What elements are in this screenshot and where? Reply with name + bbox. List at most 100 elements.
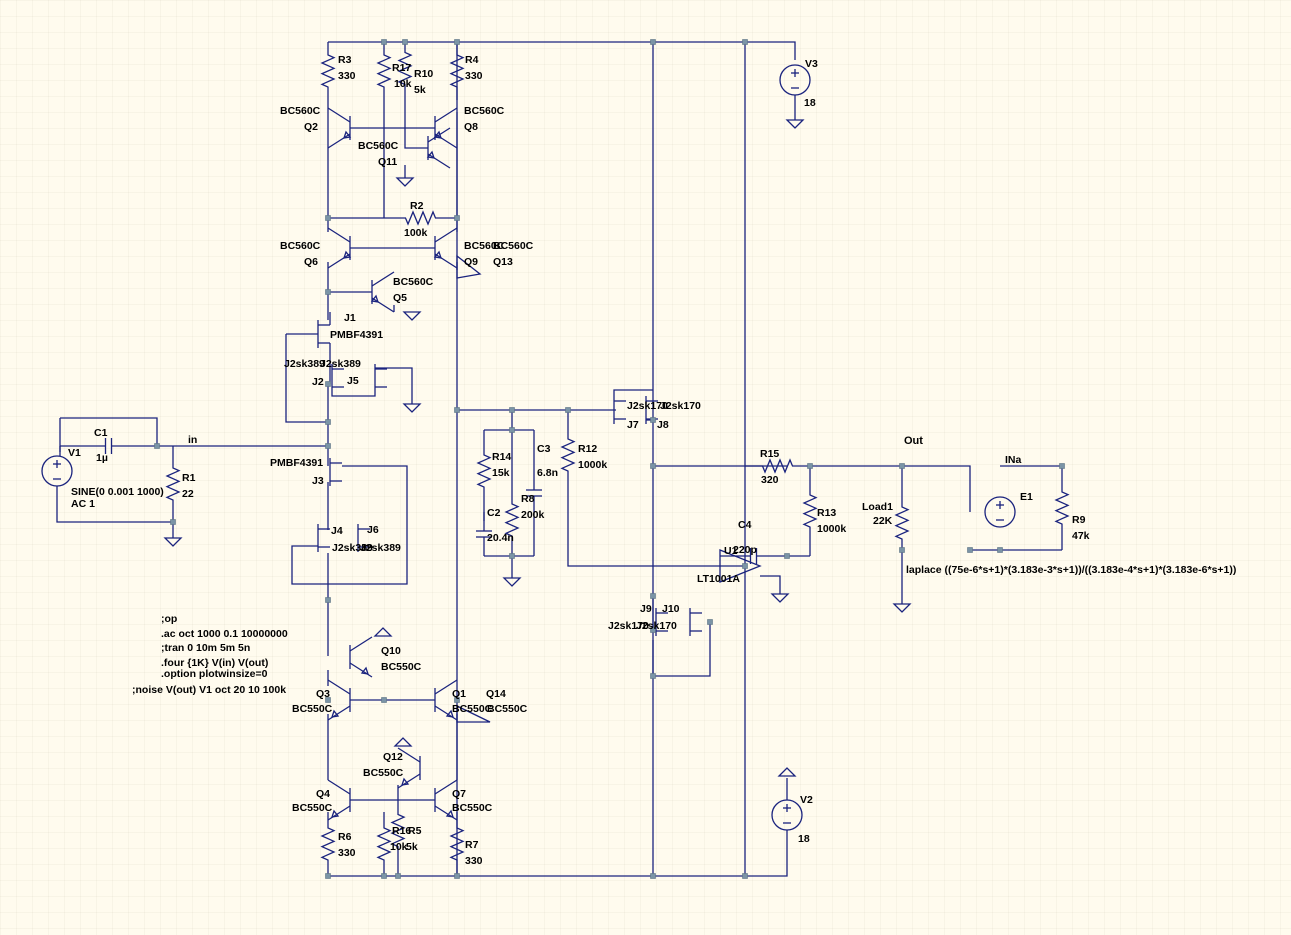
ground-symbol	[402, 311, 422, 321]
resistor-r1	[165, 446, 181, 522]
label-r14v: 15k	[492, 467, 510, 479]
label-r15: R15	[760, 448, 779, 460]
resistor-r12	[560, 410, 576, 500]
label-c1v: 1µ	[96, 452, 108, 464]
label-v3v: 18	[804, 97, 816, 109]
label-load1: Load1	[862, 501, 893, 513]
junction-dot	[650, 39, 656, 45]
spice-directive: .four {1K} V(in) V(out)	[161, 657, 268, 669]
label-q4: Q4	[316, 788, 330, 800]
junction-dot	[742, 563, 748, 569]
labels: R3330R1710kR105kR4330V318BC560CQ2BC560CQ…	[68, 54, 1236, 867]
resistor-r4	[449, 42, 465, 100]
label-q1: Q1	[452, 688, 466, 700]
junction-dot	[650, 417, 656, 423]
junction-dot	[381, 39, 387, 45]
junction-dot	[967, 547, 973, 553]
label-q5m: BC560C	[393, 276, 434, 288]
label-r14: R14	[492, 451, 511, 463]
label-load1v: 22K	[873, 515, 893, 527]
label-j6: J6	[367, 524, 379, 536]
supply-symbol	[777, 767, 797, 777]
resistor-r15	[745, 458, 810, 474]
junction-dot	[325, 289, 331, 295]
label-r17v: 10k	[394, 78, 412, 90]
label-j9m: J2sk170	[608, 620, 649, 632]
spice-directive: ;tran 0 10m 5m 5n	[161, 642, 250, 654]
junction-dot	[454, 873, 460, 879]
junction-dot	[784, 553, 790, 559]
label-j8: J8	[657, 419, 669, 431]
resistor-r3	[320, 42, 336, 100]
junction-dot	[650, 463, 656, 469]
label-r9: R9	[1072, 514, 1086, 526]
junction-dot	[509, 427, 515, 433]
label-q3: Q3	[316, 688, 330, 700]
supply-symbol	[393, 737, 413, 747]
junction-dot	[325, 419, 331, 425]
supply-symbol	[373, 627, 393, 637]
voltage-controlled-source-e1	[984, 496, 1016, 528]
junction-dot	[1059, 463, 1065, 469]
wire	[652, 622, 711, 677]
label-q2m: BC560C	[280, 105, 321, 117]
label-v1s1: SINE(0 0.001 1000)	[71, 486, 164, 498]
label-v3: V3	[805, 58, 818, 70]
resistor-r14	[476, 430, 492, 512]
voltage-source-v1	[41, 455, 73, 487]
components	[41, 42, 1070, 876]
wire	[285, 334, 328, 423]
ground-symbol	[785, 119, 805, 129]
label-r8: R8	[521, 493, 535, 505]
label-j4m: J2sk389	[332, 542, 373, 554]
label-r16v: 10k	[390, 841, 408, 853]
label-c2: C2	[487, 507, 501, 519]
label-j4: J4	[331, 525, 343, 537]
voltage-source-v2	[771, 799, 803, 831]
junction-dot	[454, 697, 460, 703]
label-q7m: BC550C	[452, 802, 493, 814]
label-u1m: LT1001A	[697, 573, 740, 585]
junction-dot	[454, 215, 460, 221]
label-r6: R6	[338, 831, 352, 843]
label-q5: Q5	[393, 292, 407, 304]
opamp-u1	[719, 549, 762, 583]
junction-dot	[325, 443, 331, 449]
ground-symbol	[163, 537, 183, 547]
label-q7: Q7	[452, 788, 466, 800]
wire	[760, 575, 781, 594]
label-q10: Q10	[381, 645, 401, 657]
label-q13m: BC560C	[493, 240, 534, 252]
label-r16: R16	[392, 825, 411, 837]
label-r1: R1	[182, 472, 196, 484]
label-u1: U1	[724, 545, 738, 557]
label-r2v: 100k	[404, 227, 428, 239]
junction-dot	[381, 873, 387, 879]
junction-dot	[650, 673, 656, 679]
ground-symbol	[402, 403, 422, 413]
resistor-r8	[504, 484, 520, 556]
label-c3: C3	[537, 443, 551, 455]
resistor-r17	[376, 42, 392, 100]
label-q8: Q8	[464, 121, 478, 133]
junction-dot	[650, 627, 656, 633]
label-r7: R7	[465, 839, 479, 851]
label-q10m: BC550C	[381, 661, 422, 673]
junction-dot	[742, 873, 748, 879]
label-j9: J9	[640, 603, 652, 615]
label-q14m: BC550C	[487, 703, 528, 715]
junction-dot	[395, 873, 401, 879]
junction-dot	[454, 39, 460, 45]
ground-symbol	[395, 177, 415, 187]
wire	[331, 392, 376, 397]
label-q9m: BC560C	[464, 240, 505, 252]
spice-directive: .ac oct 1000 0.1 10000000	[161, 628, 288, 640]
label-j5m: J2sk389	[320, 358, 361, 370]
label-in: in	[188, 434, 197, 446]
label-q11: Q11	[378, 156, 397, 168]
label-v1: V1	[68, 447, 81, 459]
label-r1v: 22	[182, 488, 194, 500]
junction-dot	[402, 39, 408, 45]
junction-dot	[650, 593, 656, 599]
